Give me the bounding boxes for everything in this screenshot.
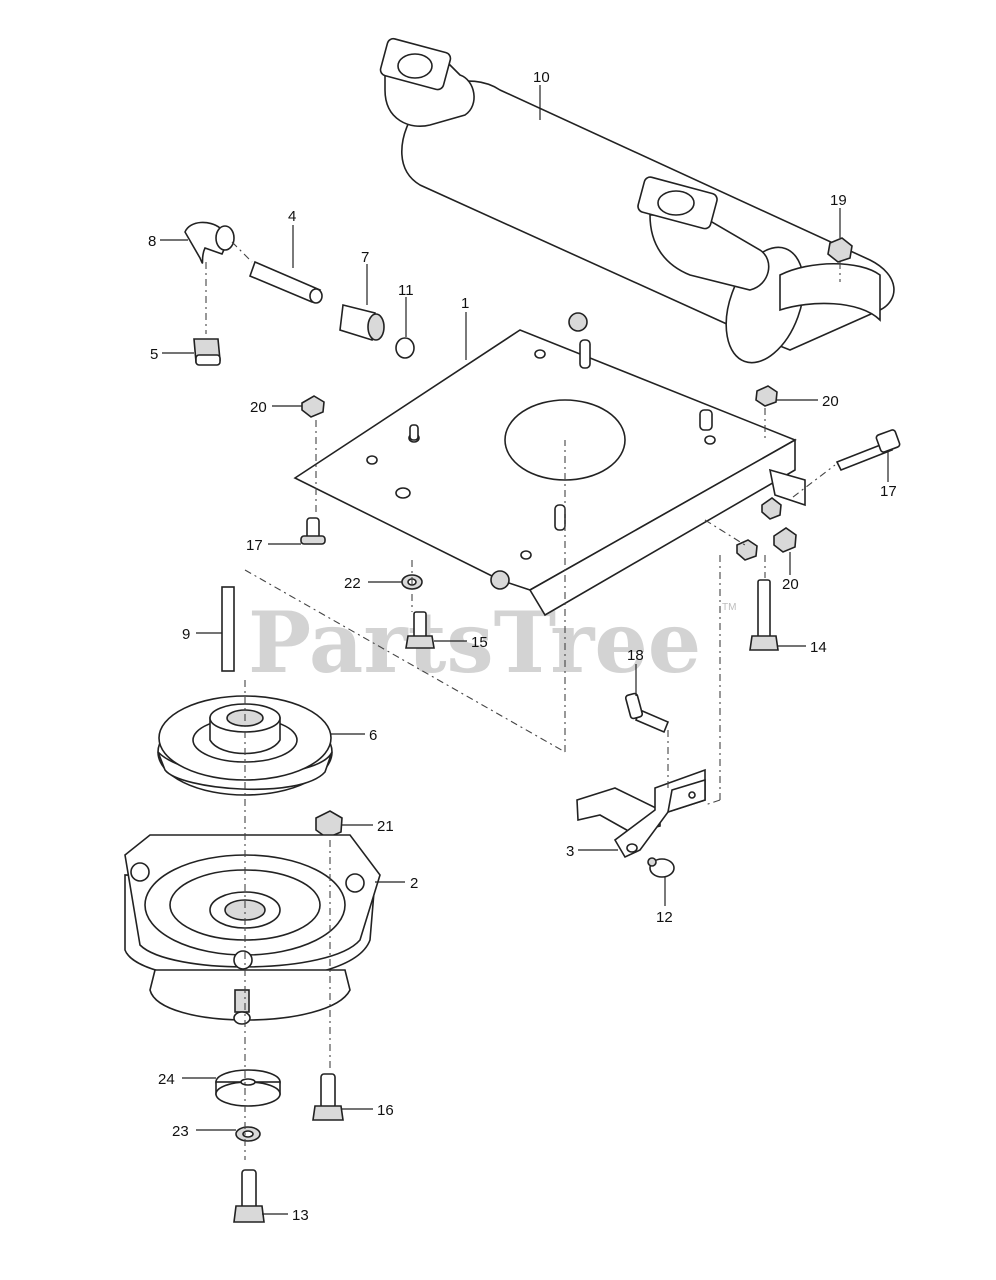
callout-label: 17	[246, 537, 263, 554]
pulley	[157, 695, 333, 796]
key	[221, 586, 235, 672]
callout-label: 12	[656, 909, 673, 926]
callout-label: 20	[250, 399, 267, 416]
callout-label: 14	[810, 639, 827, 656]
callout-label: 16	[377, 1102, 394, 1119]
callout-21: 21	[341, 818, 394, 835]
callout-20-lower: 20	[782, 552, 799, 593]
hardware	[215, 237, 901, 1223]
callout-label: 3	[566, 843, 574, 860]
callout-label: 2	[410, 875, 418, 892]
callout-label: 19	[830, 192, 847, 209]
callout-12: 12	[656, 877, 673, 926]
callout-4: 4	[288, 208, 296, 268]
callout-label: 20	[782, 576, 799, 593]
mounting-plate	[293, 312, 806, 617]
callout-label: 13	[292, 1207, 309, 1224]
callout-3: 3	[566, 843, 618, 860]
callout-label: 15	[471, 634, 488, 651]
clutch	[124, 834, 381, 1025]
callout-23: 23	[172, 1123, 236, 1140]
bracket	[576, 768, 706, 859]
callout-8: 8	[148, 233, 188, 250]
callout-22: 22	[344, 575, 402, 592]
callout-label: 23	[172, 1123, 189, 1140]
callout-label: 17	[880, 483, 897, 500]
callout-24: 24	[158, 1071, 216, 1088]
callout-14: 14	[778, 639, 827, 656]
callout-19: 19	[830, 192, 847, 238]
callout-label: 8	[148, 233, 156, 250]
callout-1: 1	[461, 295, 469, 360]
callout-label: 20	[822, 393, 839, 410]
callout-13: 13	[262, 1207, 309, 1224]
callout-17-right: 17	[880, 452, 897, 500]
callout-18: 18	[627, 647, 644, 696]
callout-label: 24	[158, 1071, 175, 1088]
watermark: PartsTree	[248, 593, 701, 692]
callout-20-left: 20	[250, 399, 302, 416]
callout-17-left: 17	[246, 537, 301, 554]
callout-10: 10	[533, 69, 550, 120]
callout-20-right: 20	[777, 393, 839, 410]
fittings	[184, 221, 415, 366]
callout-label: 1	[461, 295, 469, 312]
assembly-lines	[244, 262, 841, 1160]
callout-11: 11	[398, 282, 414, 337]
callout-label: 5	[150, 346, 158, 363]
callout-label: 7	[361, 249, 369, 266]
callout-2: 2	[375, 875, 418, 892]
callout-7: 7	[361, 249, 369, 305]
callout-label: 6	[369, 727, 377, 744]
callout-6: 6	[330, 727, 377, 744]
callout-label: 11	[398, 282, 414, 299]
callout-16: 16	[341, 1102, 394, 1119]
callout-9: 9	[182, 626, 222, 643]
muffler	[379, 37, 895, 364]
callout-label: 10	[533, 69, 550, 86]
watermark-tm: TM	[722, 602, 736, 613]
callout-5: 5	[150, 346, 194, 363]
callout-15: 15	[434, 634, 488, 651]
callout-label: 22	[344, 575, 361, 592]
callout-label: 18	[627, 647, 644, 664]
callout-label: 9	[182, 626, 190, 643]
callout-label: 4	[288, 208, 296, 225]
callout-label: 21	[377, 818, 394, 835]
